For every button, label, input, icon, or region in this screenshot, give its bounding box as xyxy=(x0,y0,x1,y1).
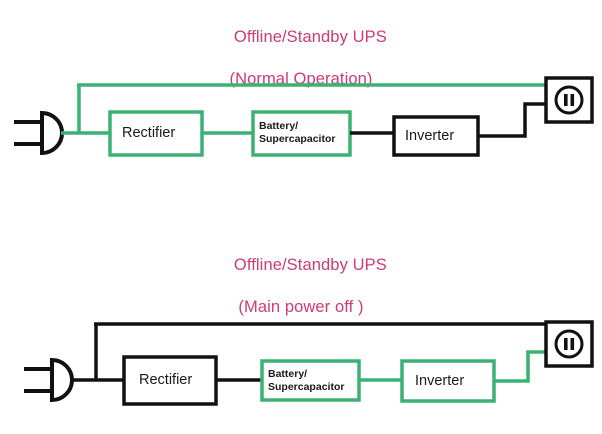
power-outlet-icon xyxy=(544,76,594,124)
wire-inverter-to-outlet xyxy=(494,350,546,383)
diagram-1-title-line1: Offline/Standby UPS xyxy=(233,28,387,46)
block-battery xyxy=(260,359,361,402)
power-plug-icon xyxy=(24,357,74,403)
power-plug-icon xyxy=(14,110,64,156)
block-inverter xyxy=(400,359,496,403)
power-outlet-icon xyxy=(544,320,594,368)
diagram-normal-operation xyxy=(14,76,594,157)
diagram-2-title-line2: (Main power off ) xyxy=(238,298,364,316)
block-battery xyxy=(251,110,352,157)
block-rectifier xyxy=(122,355,218,406)
wire-inverter-to-outlet xyxy=(478,102,546,138)
diagram-2-title-line1: Offline/Standby UPS xyxy=(233,256,387,274)
block-rectifier xyxy=(108,110,204,157)
diagram-2-title: Offline/Standby UPS (Main power off ) xyxy=(0,234,602,360)
block-inverter xyxy=(392,115,480,157)
diagram-main-power-off xyxy=(24,320,594,406)
